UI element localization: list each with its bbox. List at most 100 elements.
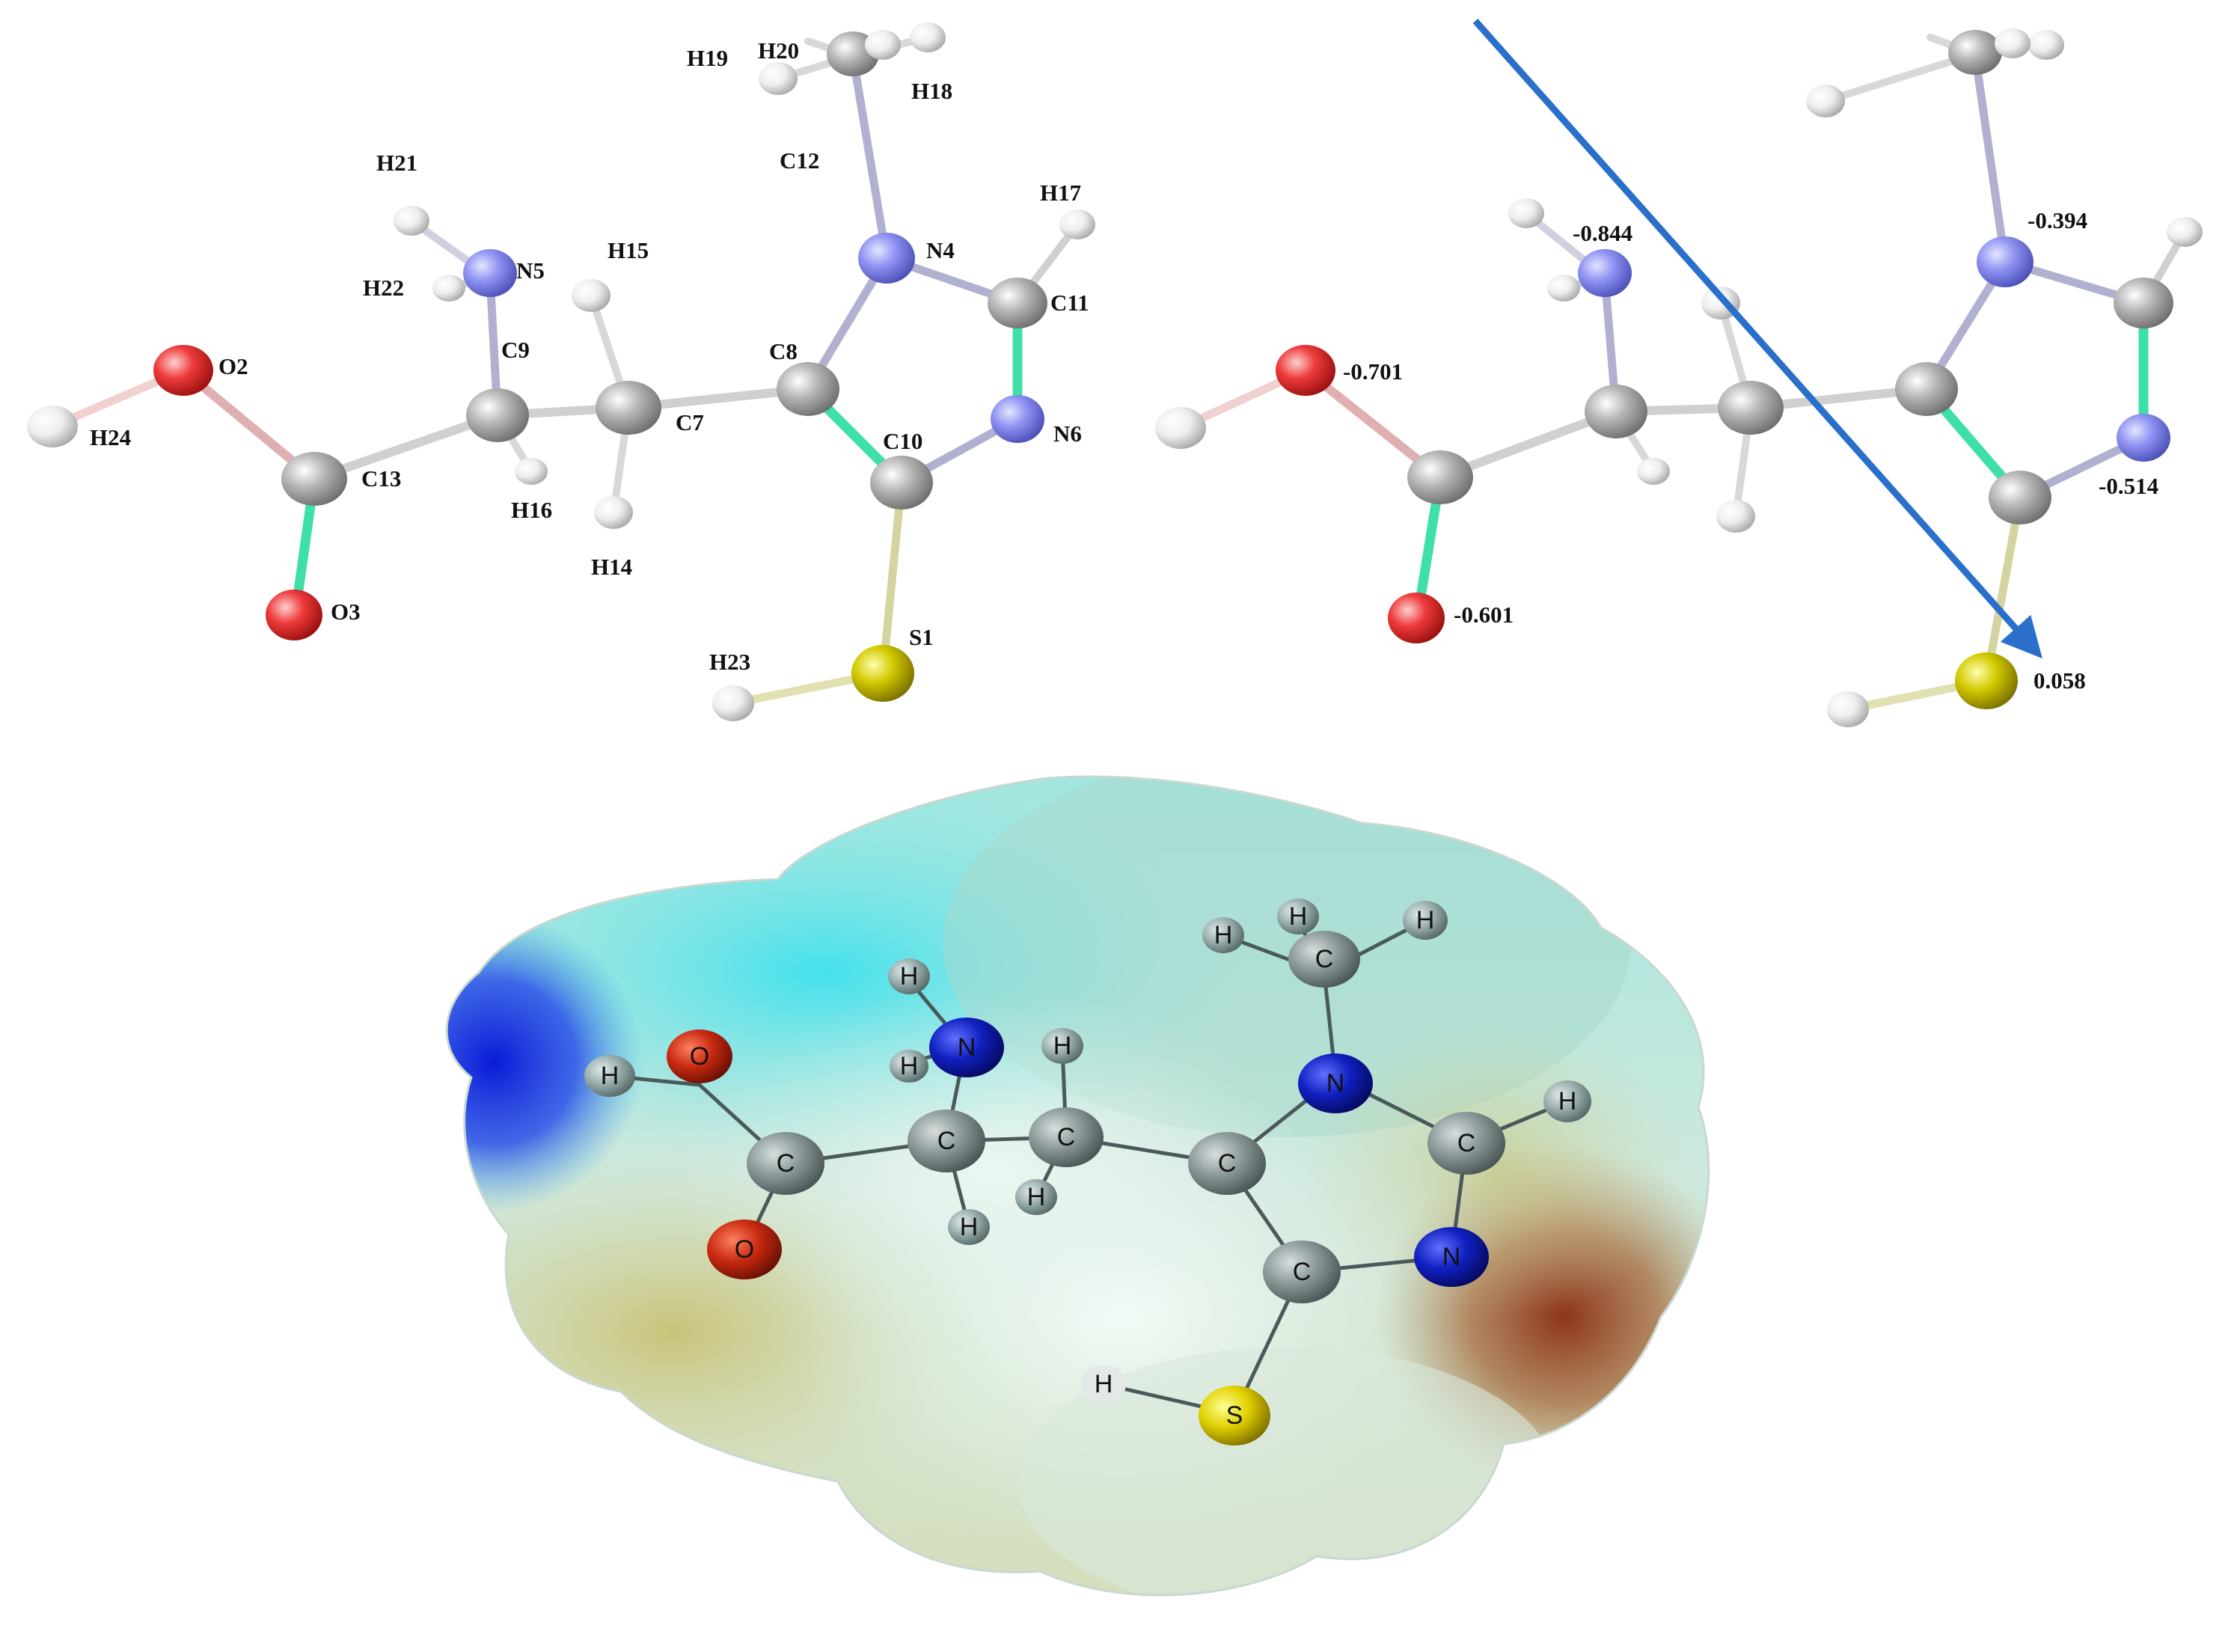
atom-h23-ball xyxy=(712,685,754,721)
label-c9: C9 xyxy=(501,337,530,363)
svg-text:H: H xyxy=(1416,906,1435,934)
svg-text:H: H xyxy=(1289,902,1308,931)
atom-c8 xyxy=(777,362,839,416)
svg-text:C: C xyxy=(1218,1149,1237,1178)
c-atom-c-alpha: C xyxy=(908,1110,985,1172)
charge-n4: -0.394 xyxy=(2028,207,2087,233)
c-atom-n-ring-2: N xyxy=(1414,1227,1489,1287)
svg-text:N: N xyxy=(958,1033,976,1062)
svg-text:H: H xyxy=(1214,921,1233,949)
atom-b-h14 xyxy=(1716,500,1755,533)
atom-b-n4 xyxy=(1977,236,2033,287)
atom-h19-ball xyxy=(759,62,798,95)
c-atom-h-ring: H xyxy=(1543,1080,1591,1122)
c-atom-c-ring-1: C xyxy=(1427,1112,1505,1175)
c-atom-h-alpha: H xyxy=(948,1209,990,1245)
svg-text:O: O xyxy=(690,1042,709,1071)
atom-h20-ball xyxy=(865,30,901,60)
atom-c13 xyxy=(281,452,347,506)
atom-b-h24 xyxy=(1155,407,1206,449)
label-h24: H24 xyxy=(90,424,131,450)
atom-h14-ball xyxy=(594,496,633,529)
svg-text:N: N xyxy=(1326,1069,1345,1098)
svg-text:H: H xyxy=(1053,1032,1072,1060)
c-atom-h-methyl-2: H xyxy=(1277,899,1319,934)
svg-text:H: H xyxy=(1558,1087,1577,1116)
panel-c-atoms: H H H C N H C C N C H S H C H H H N C H … xyxy=(584,899,1591,1446)
label-c13: C13 xyxy=(361,465,401,492)
label-h18: H18 xyxy=(911,78,952,104)
atom-b-n6 xyxy=(2117,414,2170,462)
atom-b-h19 xyxy=(1806,85,1845,117)
mep-outline xyxy=(445,775,1710,1597)
c-atom-n-ring-1: N xyxy=(1298,1053,1373,1113)
label-h14: H14 xyxy=(591,554,632,580)
panel-b-charges: -0.844 -0.394 -0.701 -0.514 -0.601 0.058 xyxy=(1155,19,2203,727)
atom-h21-ball xyxy=(394,206,429,236)
atom-o2 xyxy=(153,345,213,396)
atom-b-n5 xyxy=(1578,249,1632,297)
c-atom-h-methyl-3: H xyxy=(1403,901,1448,940)
svg-text:C: C xyxy=(1293,1258,1312,1286)
svg-text:H: H xyxy=(960,1213,979,1241)
atom-b-h16 xyxy=(1637,458,1670,485)
label-h21: H21 xyxy=(376,150,417,176)
label-s1: S1 xyxy=(909,624,934,650)
atom-n5 xyxy=(463,249,517,297)
c-atom-s: S xyxy=(1199,1386,1270,1446)
svg-text:C: C xyxy=(1057,1123,1076,1151)
atom-b-c11 xyxy=(2114,278,2173,328)
label-o3: O3 xyxy=(331,599,361,625)
panel-c-mep: H H H C N H C C N C H S H C H H H N C H … xyxy=(445,775,1710,1597)
atom-b-h23 xyxy=(1827,691,1869,727)
atom-h24-ball xyxy=(27,406,78,447)
charge-o3: -0.601 xyxy=(1454,602,1514,628)
c-atom-h-methyl-1: H xyxy=(1202,917,1244,953)
c-atom-h-nh2-2: H xyxy=(890,1050,928,1083)
atom-c11 xyxy=(988,278,1047,328)
svg-text:C: C xyxy=(777,1149,795,1178)
c-atom-o-hydroxyl: O xyxy=(667,1030,732,1083)
atom-b-h21 xyxy=(1508,198,1544,228)
atom-b-c12 xyxy=(1948,30,2002,75)
panel-b-atoms xyxy=(1155,28,2203,727)
label-c7: C7 xyxy=(676,409,704,435)
svg-text:H: H xyxy=(900,962,919,991)
atom-h16-ball xyxy=(515,458,548,485)
atom-h15-ball xyxy=(572,279,610,312)
dipole-arrow xyxy=(1472,19,2042,659)
c-atom-h-thiol: H xyxy=(1081,1365,1126,1404)
svg-text:H: H xyxy=(1027,1183,1046,1211)
label-h17: H17 xyxy=(1040,180,1081,206)
atom-c10 xyxy=(870,456,933,510)
panel-a-atoms xyxy=(27,22,1095,721)
charge-s1: 0.058 xyxy=(2033,667,2086,694)
c-atom-c-methyl: C xyxy=(1288,931,1360,988)
charge-n6: -0.514 xyxy=(2099,473,2158,499)
svg-text:H: H xyxy=(601,1062,619,1090)
charge-o2: -0.701 xyxy=(1343,358,1403,385)
c-atom-c-ring-3: C xyxy=(1263,1240,1341,1303)
atom-h22-ball xyxy=(432,275,465,302)
panel-b-charge-labels: -0.844 -0.394 -0.701 -0.514 -0.601 0.058 xyxy=(1343,207,2158,694)
label-c8: C8 xyxy=(769,338,798,364)
label-c12: C12 xyxy=(780,147,819,174)
c-atom-h-hydroxyl: H xyxy=(584,1055,635,1097)
panel-a-labels: H19 H20 H18 C12 H21 H17 H15 N4 N5 H22 C1… xyxy=(90,37,1089,675)
charge-n5: -0.844 xyxy=(1573,220,1632,246)
atom-b-c13 xyxy=(1407,450,1473,504)
svg-text:C: C xyxy=(937,1127,956,1155)
atom-b-h17 xyxy=(2167,217,2203,247)
atom-b-c7 xyxy=(1718,381,1784,435)
svg-text:C: C xyxy=(1315,945,1334,973)
atom-n4 xyxy=(858,233,915,284)
svg-text:S: S xyxy=(1226,1401,1243,1430)
svg-text:N: N xyxy=(1442,1243,1461,1271)
c-atom-c-ch2: C xyxy=(1029,1107,1104,1167)
atom-s1 xyxy=(851,645,914,702)
label-n4: N4 xyxy=(926,237,955,263)
atom-b-s1 xyxy=(1955,652,2018,709)
c-atom-h-ch2-2: H xyxy=(1015,1179,1057,1215)
svg-text:H: H xyxy=(900,1052,919,1080)
